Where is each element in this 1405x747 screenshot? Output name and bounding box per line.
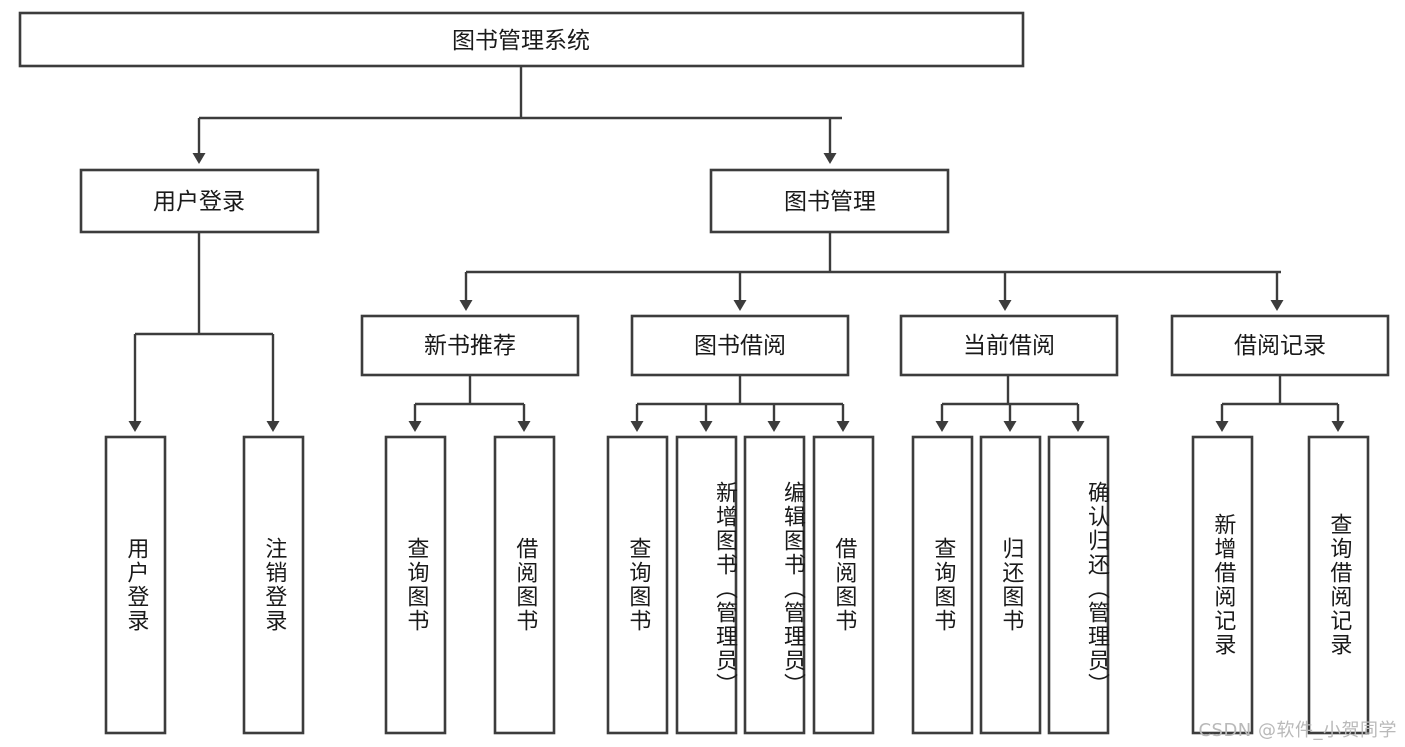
node-book-borrow-box[interactable]	[630, 314, 850, 377]
node-new-book-recommend-label: 新书推荐	[424, 333, 516, 359]
node-book-management[interactable]: 图书管理	[709, 168, 950, 234]
leaf-box-query-book-3[interactable]	[911, 435, 974, 735]
watermark-text: CSDN @软件_小贺同学	[1198, 720, 1397, 741]
node-borrow-record[interactable]: 借阅记录	[1170, 314, 1390, 377]
node-root-label: 图书管理系统	[452, 28, 590, 54]
leaf-box-confirm-return[interactable]	[1047, 435, 1110, 735]
node-user-login-box[interactable]	[79, 168, 320, 234]
leaf-box-add-book[interactable]	[675, 435, 738, 735]
leaf-box-add-record[interactable]	[1191, 435, 1254, 735]
node-root[interactable]: 图书管理系统	[18, 11, 1025, 68]
node-book-borrow-label: 图书借阅	[694, 333, 786, 359]
node-current-borrow-label: 当前借阅	[963, 333, 1055, 359]
leaf-box-borrow-book-2[interactable]	[812, 435, 875, 735]
node-book-borrow[interactable]: 图书借阅	[630, 314, 850, 377]
leaf-box-return-book[interactable]	[979, 435, 1042, 735]
node-user-login[interactable]: 用户登录	[79, 168, 320, 234]
leaf-box-edit-book[interactable]	[743, 435, 806, 735]
node-root-box[interactable]	[18, 11, 1025, 68]
leaf-box-query-record[interactable]	[1307, 435, 1370, 735]
leaf-box-user-login[interactable]	[104, 435, 167, 735]
node-borrow-record-label: 借阅记录	[1234, 333, 1326, 359]
node-borrow-record-box[interactable]	[1170, 314, 1390, 377]
node-current-borrow-box[interactable]	[899, 314, 1119, 377]
node-book-management-box[interactable]	[709, 168, 950, 234]
node-user-login-label: 用户登录	[153, 189, 245, 215]
leaf-box-logout-login[interactable]	[242, 435, 305, 735]
node-new-book-recommend[interactable]: 新书推荐	[360, 314, 580, 377]
leaf-box-borrow-book-1[interactable]	[493, 435, 556, 735]
leaf-box-query-book-2[interactable]	[606, 435, 669, 735]
node-new-book-recommend-box[interactable]	[360, 314, 580, 377]
connector-group	[128, 66, 1345, 432]
node-current-borrow[interactable]: 当前借阅	[899, 314, 1119, 377]
node-book-management-label: 图书管理	[784, 189, 876, 215]
leaf-box-query-book-1[interactable]	[384, 435, 447, 735]
